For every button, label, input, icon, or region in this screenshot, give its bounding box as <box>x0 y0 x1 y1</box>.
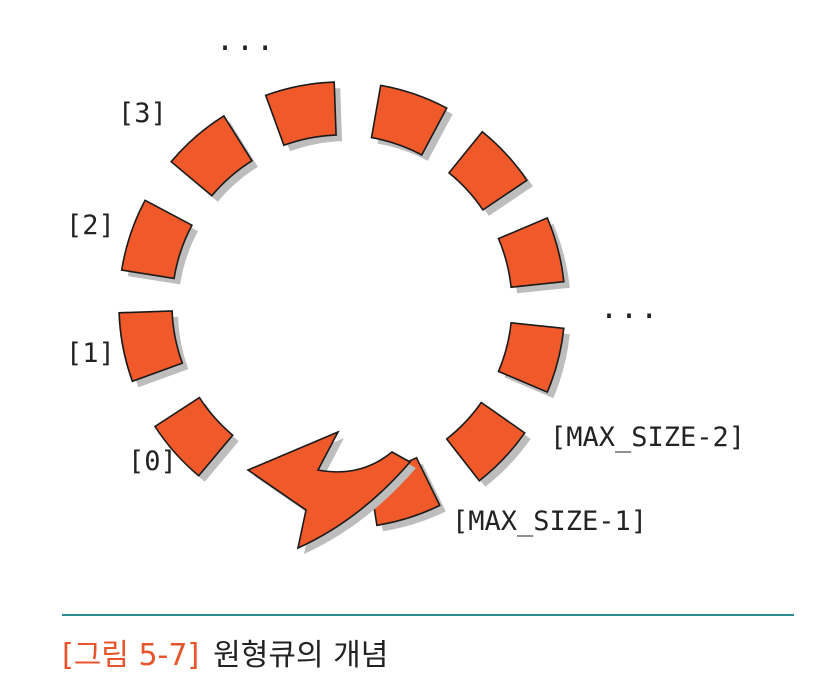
figure-title: 원형큐의 개념 <box>213 638 389 673</box>
index-label-max-size-2: [MAX_SIZE-2] <box>550 422 745 453</box>
direction-arrow <box>246 430 416 554</box>
circular-queue-diagram: ... ... [3] [2] [1] [0] [MAX_SIZE-2] [MA… <box>66 23 745 554</box>
index-label-3: [3] <box>118 98 167 129</box>
cell-5 <box>370 84 448 156</box>
caption-divider <box>62 614 794 616</box>
index-label-1: [1] <box>66 338 115 369</box>
index-label-max-size-1: [MAX_SIZE-1] <box>452 506 647 537</box>
cell-7 <box>497 216 565 289</box>
index-label-2: [2] <box>66 210 115 241</box>
cell-2 <box>120 199 193 280</box>
cell-0 <box>153 396 234 477</box>
ellipsis-top: ... <box>216 23 276 58</box>
queue-cells <box>118 81 570 532</box>
cell-3 <box>170 114 254 197</box>
figure-number: [그림 5-7] <box>62 638 200 673</box>
cell-1 <box>118 310 184 383</box>
index-label-0: [0] <box>128 446 177 477</box>
cell-6 <box>447 130 529 212</box>
arrow-head <box>246 430 412 550</box>
cell-8 <box>497 321 565 394</box>
ellipsis-right: ... <box>600 291 660 326</box>
cell-9 <box>445 401 526 482</box>
figure-caption: [그림 5-7] 원형큐의 개념 <box>62 630 388 674</box>
cell-4 <box>264 81 337 147</box>
